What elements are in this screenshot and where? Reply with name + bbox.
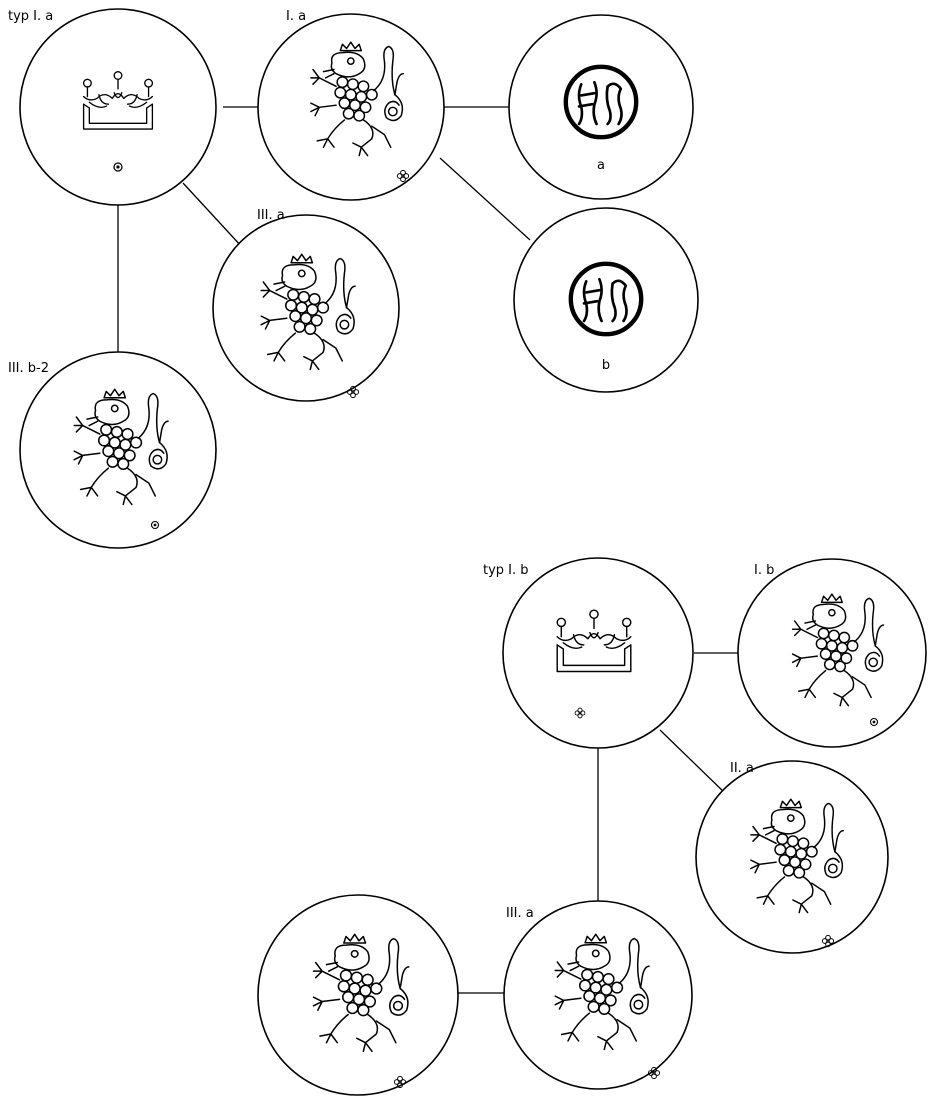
connector-crown-1a-lion-3a <box>182 182 243 248</box>
node-lion-3a-bottom <box>503 900 693 1090</box>
label-lion-3a-top: III. a <box>257 208 285 223</box>
node-lion-unlabeled <box>257 894 459 1096</box>
connector-lion-1a-seal-b <box>439 157 531 241</box>
node-lion-3b2 <box>19 351 217 549</box>
label-typ-1a: typ I. a <box>8 9 53 24</box>
node-crown-1b <box>502 557 694 749</box>
node-lion-3a-top <box>212 214 400 402</box>
node-lion-2a <box>695 760 889 954</box>
label-typ-1b: typ I. b <box>483 563 529 578</box>
label-lion-1a: I. a <box>286 9 306 24</box>
node-seal-a: a <box>508 14 694 200</box>
connectors-bottom <box>458 652 738 994</box>
node-seal-b: b <box>513 207 699 393</box>
node-lion-1a <box>257 13 445 201</box>
label-lion-3b2: III. b-2 <box>8 361 49 376</box>
label-lion-1b: I. b <box>754 563 774 578</box>
label-lion-2a: II. a <box>730 761 754 776</box>
label-seal-b: b <box>602 358 610 373</box>
node-crown-1a <box>19 8 217 206</box>
node-lion-1b <box>737 558 927 748</box>
connectors-top <box>117 106 531 352</box>
label-lion-3a-bottom: III. a <box>506 906 534 921</box>
label-seal-a: a <box>597 158 605 173</box>
connector-crown-1b-lion-2a <box>659 729 728 796</box>
